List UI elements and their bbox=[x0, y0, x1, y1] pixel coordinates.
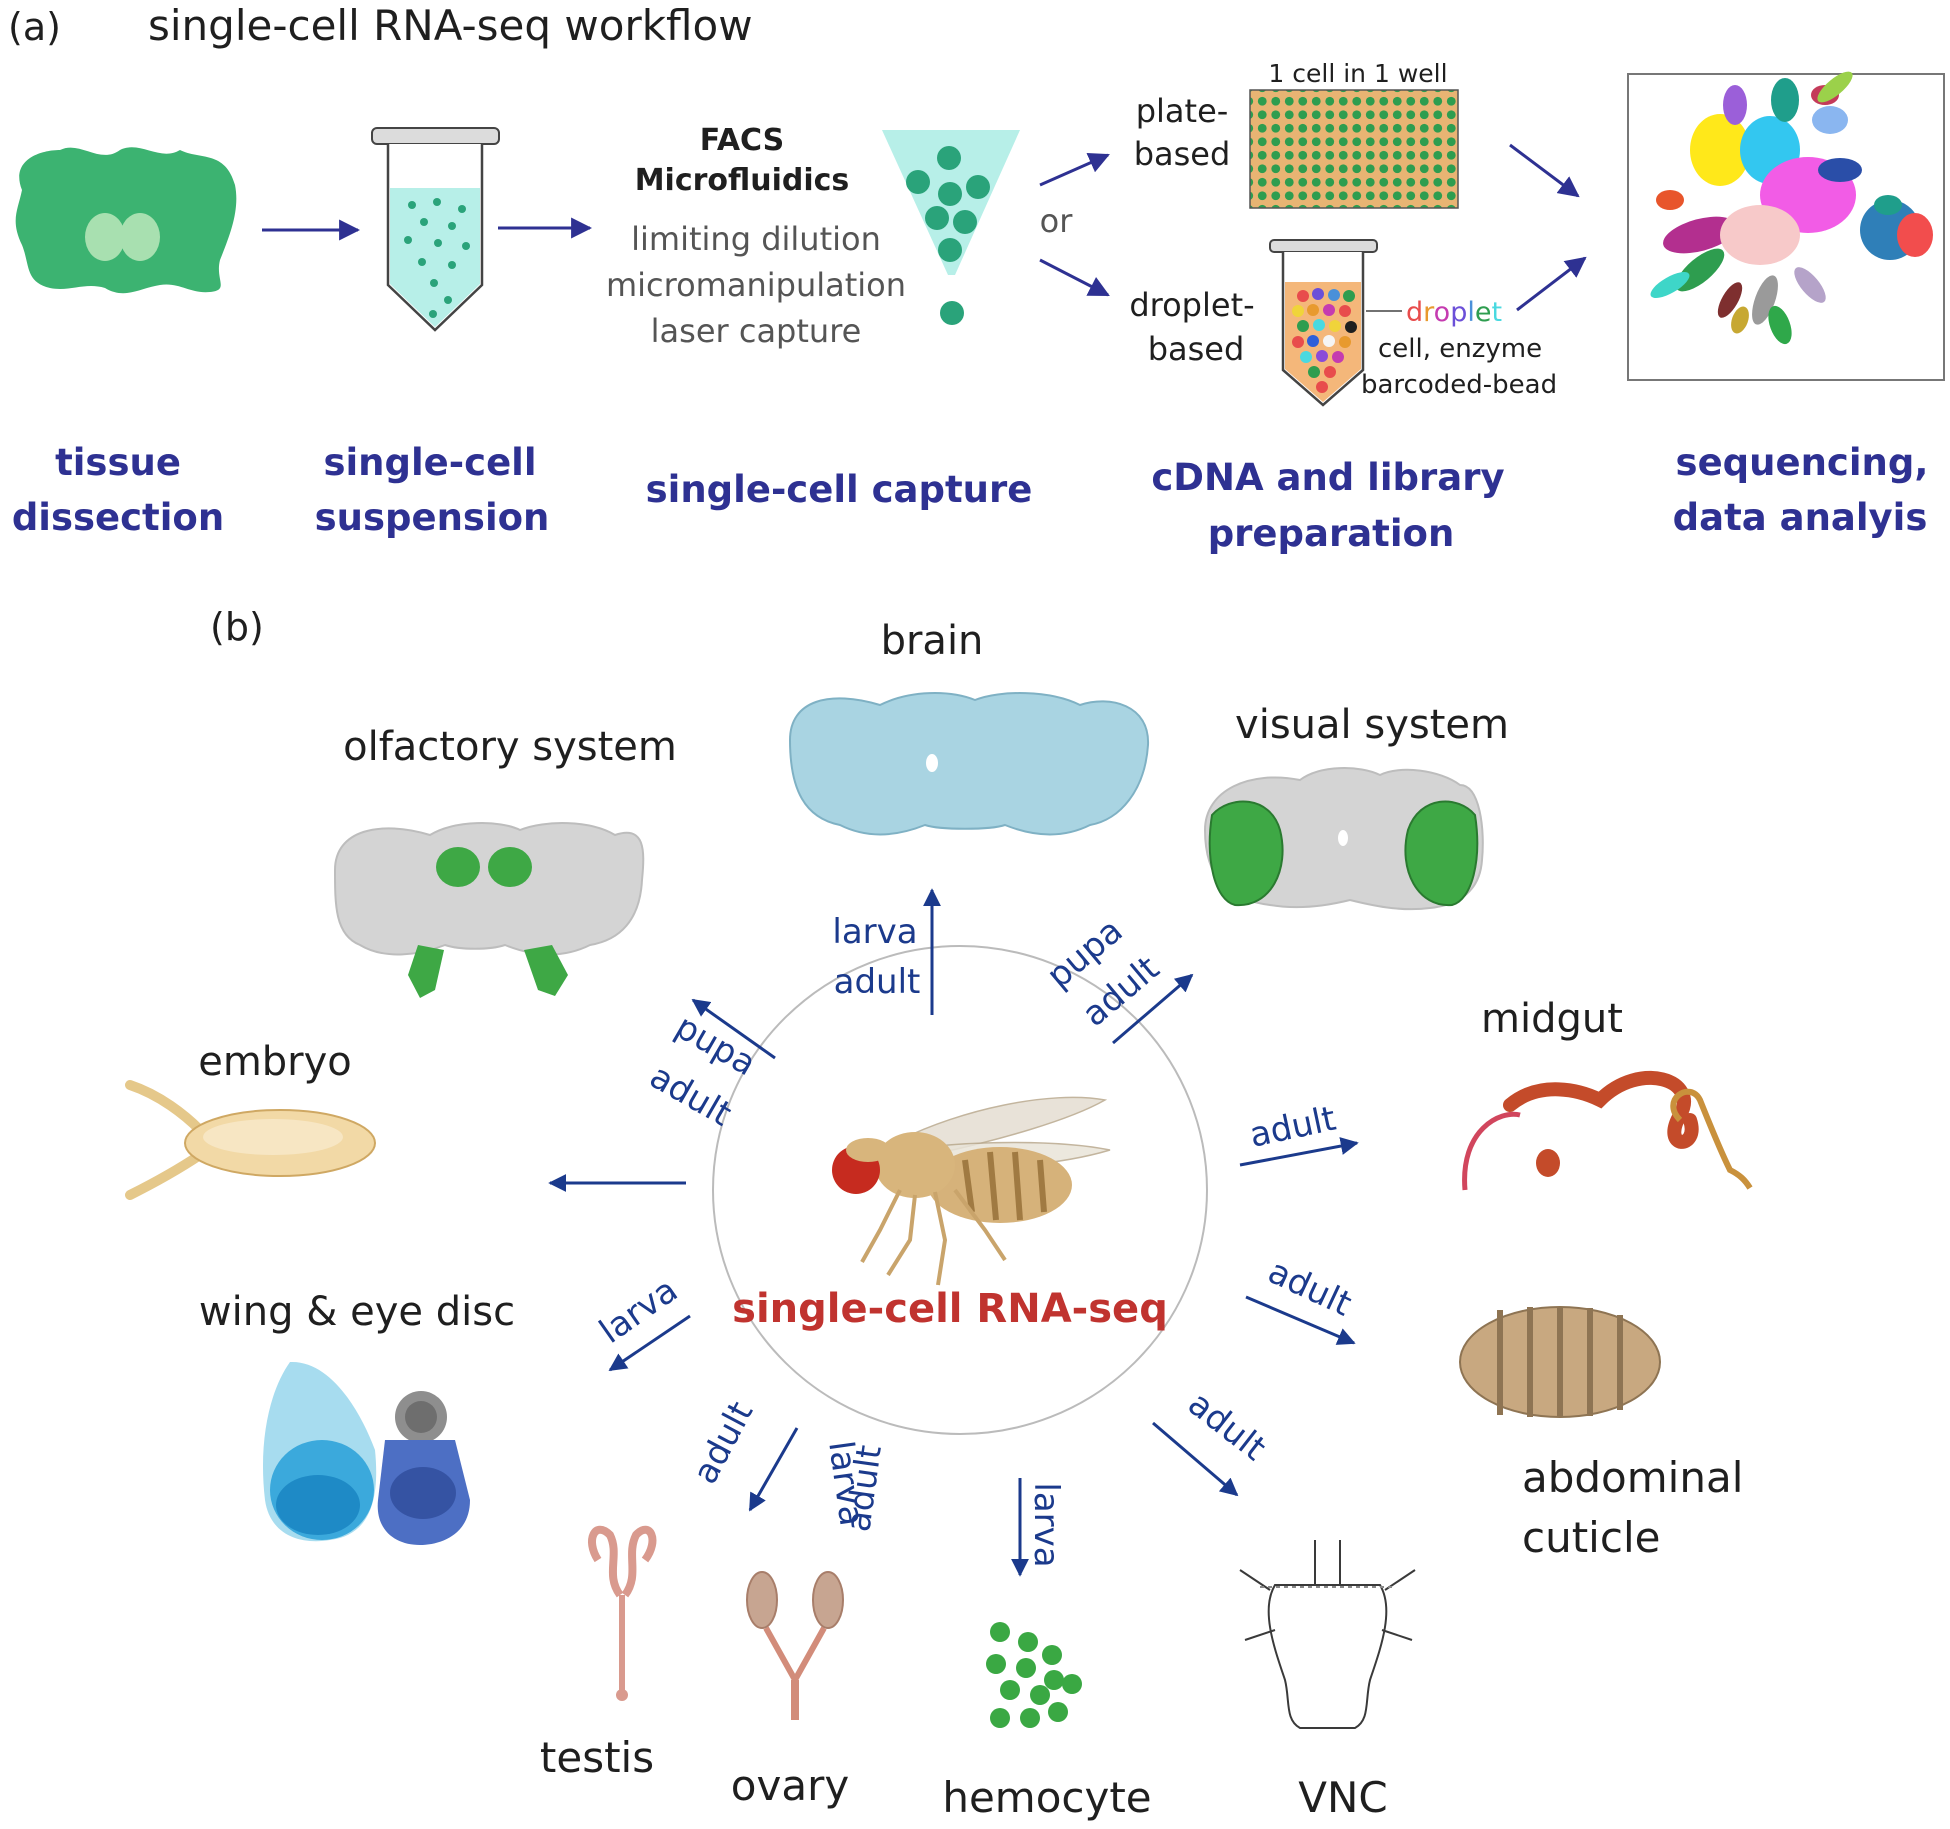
tissue-illustration bbox=[15, 147, 237, 294]
tissue-abdominal-label-1: abdominal bbox=[1522, 1453, 1743, 1502]
abdominal-cuticle-illustration bbox=[1459, 1306, 1661, 1418]
testis-illustration bbox=[588, 1525, 657, 1701]
brain-stage-1: larva bbox=[832, 912, 917, 952]
step-5-line-2: data analyis bbox=[1673, 496, 1928, 539]
hemocyte-stage: larva bbox=[1026, 1482, 1066, 1567]
embryo-illustration bbox=[125, 1080, 376, 1200]
plate-label-2: based bbox=[1134, 135, 1231, 173]
tissue-visual-label: visual system bbox=[1235, 702, 1509, 748]
panel-a-label: (a) bbox=[8, 5, 61, 49]
arrow-plate-to-analysis bbox=[1509, 143, 1580, 198]
arrow-to-droplet bbox=[1039, 258, 1110, 297]
brain-illustration bbox=[788, 692, 1150, 836]
umap-plot-illustration bbox=[1627, 71, 1945, 381]
step-1-line-1: tissue bbox=[55, 441, 181, 484]
tissue-wing-eye-label: wing & eye disc bbox=[199, 1289, 515, 1335]
step-3: single-cell capture bbox=[646, 468, 1033, 511]
capture-limiting-dilution: limiting dilution bbox=[631, 220, 881, 258]
ovary-illustration bbox=[746, 1571, 844, 1720]
tissue-ovary-label: ovary bbox=[731, 1761, 849, 1810]
arrow-to-midgut bbox=[1239, 1137, 1359, 1167]
arrow-to-olfactory bbox=[691, 998, 776, 1060]
tissue-embryo-label: embryo bbox=[198, 1039, 352, 1085]
step-2-line-2: suspension bbox=[315, 496, 550, 539]
capture-facs: FACS bbox=[700, 123, 784, 158]
midgut-stage: adult bbox=[1246, 1099, 1339, 1156]
panel-a-title: single-cell RNA-seq workflow bbox=[148, 1, 753, 50]
tissue-hemocyte-label: hemocyte bbox=[942, 1773, 1151, 1822]
step-4-line-2: preparation bbox=[1208, 512, 1455, 555]
plate-96-well bbox=[1249, 89, 1459, 209]
droplet-legend-bead: barcoded-bead bbox=[1361, 370, 1557, 400]
capture-microfluidics: Microfluidics bbox=[635, 163, 850, 198]
hemocyte-illustration bbox=[986, 1622, 1082, 1728]
center-label: single-cell RNA-seq bbox=[732, 1286, 1168, 1332]
fruit-fly-illustration bbox=[832, 1096, 1111, 1286]
brain-stage-2: adult bbox=[834, 962, 921, 1002]
arrow-to-abdominal bbox=[1245, 1295, 1356, 1345]
arrow-to-testis bbox=[748, 1427, 799, 1512]
plate-label-1: plate- bbox=[1136, 92, 1229, 130]
arrow-to-plate bbox=[1039, 153, 1110, 187]
suspension-tube-illustration bbox=[371, 127, 500, 332]
tissue-testis-label: testis bbox=[540, 1733, 654, 1782]
step-4-line-1: cDNA and library bbox=[1151, 456, 1504, 499]
droplet-label-1: droplet- bbox=[1129, 286, 1254, 324]
arrow-to-vnc bbox=[1152, 1421, 1239, 1497]
visual-illustration bbox=[1203, 767, 1484, 911]
droplet-legend-droplet: droplet bbox=[1406, 297, 1502, 328]
testis-stage: adult bbox=[685, 1395, 761, 1490]
droplet-tube-illustration bbox=[1269, 239, 1402, 407]
step-1-line-2: dissection bbox=[12, 496, 224, 539]
droplet-label-2: based bbox=[1148, 330, 1245, 368]
arrow-to-visual bbox=[1112, 973, 1194, 1045]
step-2-line-1: single-cell bbox=[323, 441, 536, 484]
tissue-vnc-label: VNC bbox=[1298, 1773, 1387, 1822]
olfactory-illustration bbox=[333, 822, 645, 998]
capture-funnel-illustration bbox=[882, 130, 1020, 325]
or-label: or bbox=[1040, 202, 1074, 240]
wing-eye-stage: larva bbox=[592, 1270, 685, 1352]
arrow-to-wing-eye bbox=[608, 1314, 691, 1372]
tissue-abdominal-label-2: cuticle bbox=[1522, 1513, 1660, 1562]
vnc-illustration bbox=[1239, 1540, 1416, 1729]
tissue-midgut-label: midgut bbox=[1481, 996, 1623, 1042]
plate-caption: 1 cell in 1 well bbox=[1268, 59, 1447, 88]
capture-laser-capture: laser capture bbox=[651, 312, 862, 350]
vnc-stage: adult bbox=[1180, 1384, 1273, 1469]
wing-eye-disc-illustration bbox=[262, 1361, 470, 1545]
tissue-olfactory-label: olfactory system bbox=[343, 724, 677, 770]
midgut-illustration bbox=[1462, 1070, 1753, 1191]
panel-b-label: (b) bbox=[210, 605, 264, 649]
tissue-brain-label: brain bbox=[881, 618, 984, 664]
step-5-line-1: sequencing, bbox=[1676, 441, 1929, 484]
abdominal-stage: adult bbox=[1262, 1252, 1358, 1325]
capture-micromanipulation: micromanipulation bbox=[606, 266, 906, 304]
droplet-legend-cell: cell, enzyme bbox=[1378, 334, 1542, 364]
arrow-droplet-to-analysis bbox=[1516, 256, 1587, 312]
